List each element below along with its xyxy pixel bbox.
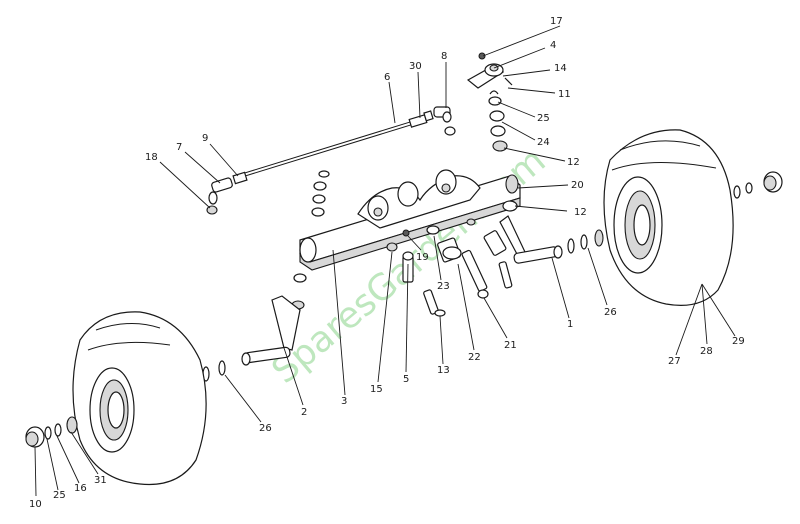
washer-24b: [490, 125, 506, 137]
bolt-21: [461, 249, 489, 299]
front-wheel-right: [603, 129, 734, 306]
label-13: 13: [437, 365, 450, 376]
label-16: 16: [74, 483, 87, 494]
label-24: 24: [537, 137, 550, 148]
jam-nut: [423, 110, 434, 122]
cotter-pin: [504, 77, 513, 86]
nut-15: [386, 242, 398, 252]
label-21: 21: [504, 340, 517, 351]
label-20: 20: [571, 180, 584, 191]
bolt-center: [483, 230, 513, 289]
washer-27: [733, 185, 741, 199]
leader-lines: [34, 25, 736, 497]
label-15: 15: [370, 384, 383, 395]
label-25-top: 25: [537, 113, 550, 124]
label-14: 14: [554, 63, 567, 74]
label-17: 17: [550, 16, 563, 27]
label-29: 29: [732, 336, 745, 347]
label-5: 5: [403, 374, 409, 385]
hub-cap-left: [25, 426, 45, 448]
bushing-12-top: [492, 140, 508, 152]
bearing-right: [594, 229, 604, 247]
label-18: 18: [145, 152, 158, 163]
label-28: 28: [700, 346, 713, 357]
washer-left-2: [312, 194, 326, 204]
clip: [489, 90, 499, 95]
label-8: 8: [441, 51, 447, 62]
label-23: 23: [437, 281, 450, 292]
front-axle-beam: [299, 169, 521, 271]
label-1: 1: [567, 319, 573, 330]
steering-arm: [466, 63, 505, 89]
label-12-top: 12: [567, 157, 580, 168]
label-3: 3: [341, 396, 347, 407]
bushing-23: [437, 237, 462, 263]
tie-rod: [232, 114, 428, 185]
bearing-31: [66, 416, 78, 434]
washer-22: [426, 225, 440, 235]
washer-left-4: [293, 273, 307, 283]
clip-25-left: [44, 426, 52, 440]
label-2: 2: [301, 407, 307, 418]
grease-fitting-19: [402, 229, 410, 237]
label-7: 7: [176, 142, 182, 153]
clip-28: [745, 182, 753, 194]
tie-rod-end-left: [208, 177, 233, 205]
label-10: 10: [29, 499, 42, 510]
label-30: 30: [409, 61, 422, 72]
spindle-right: [499, 215, 563, 264]
washer-25: [488, 96, 502, 106]
label-22: 22: [468, 352, 481, 363]
label-6: 6: [384, 72, 390, 83]
washer-right-2: [580, 234, 588, 250]
label-4: 4: [550, 40, 556, 51]
front-wheel-left: [72, 311, 207, 486]
washer-left-hub-2: [218, 360, 226, 376]
label-9: 9: [202, 133, 208, 144]
part-labels: 17 4 14 11 25 24 12 20 12 30 8 6 9 7 18 …: [29, 16, 745, 510]
washer-24: [489, 110, 505, 122]
hub-cap-right: [763, 171, 783, 193]
spindle-left: [241, 295, 301, 366]
label-26-right: 26: [604, 307, 617, 318]
label-27: 27: [668, 356, 681, 367]
label-25-bottom: 25: [53, 490, 66, 501]
clip-left: [318, 170, 330, 178]
washer-right-1: [567, 238, 575, 254]
tie-rod-end-right: [433, 106, 456, 136]
label-12-right: 12: [574, 207, 587, 218]
grease-fitting: [478, 52, 486, 60]
label-26-left: 26: [259, 423, 272, 434]
label-31: 31: [94, 475, 107, 486]
washer-16: [54, 423, 62, 437]
bushing-12-right: [502, 200, 518, 212]
washer-left-3: [311, 207, 325, 217]
label-11: 11: [558, 89, 571, 100]
washer-center: [466, 218, 476, 226]
label-19: 19: [416, 252, 429, 263]
bolt-13: [423, 289, 446, 317]
washer-left-1: [313, 181, 327, 191]
